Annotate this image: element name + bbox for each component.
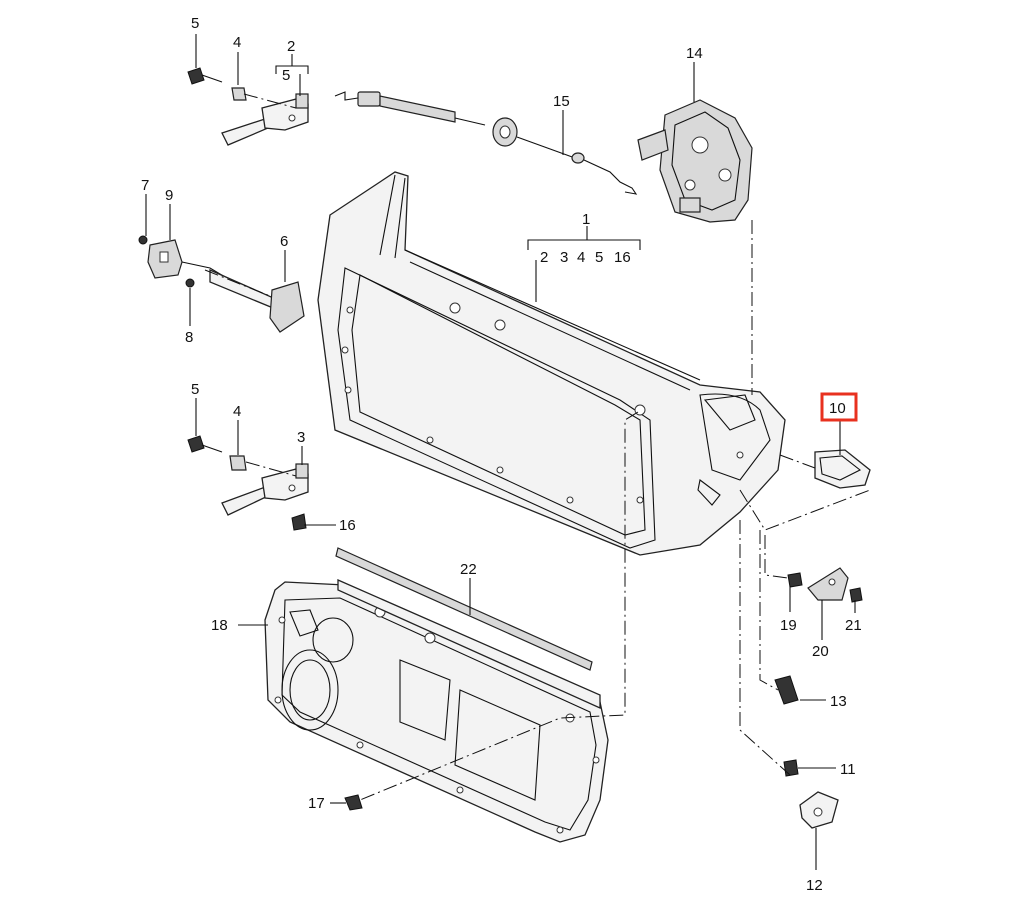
callout-20: 20	[812, 643, 829, 660]
callout-group-16: 16	[614, 249, 631, 266]
door-handle	[814, 449, 871, 489]
seal-strip	[335, 547, 601, 710]
callout-2-top: 2	[287, 38, 295, 55]
inner-trim-panel	[264, 581, 609, 843]
callout-labels: 5 4 2 5 14 15 7 9 1 2 3 4 5 16 6 8 5 4 3…	[141, 15, 862, 894]
callout-5-top: 5	[191, 15, 199, 32]
callout-8: 8	[185, 329, 193, 346]
callout-group-3: 3	[560, 249, 568, 266]
release-cable	[334, 91, 638, 195]
callout-group-2: 2	[540, 249, 548, 266]
callout-16: 16	[339, 517, 356, 534]
door-check-strap	[138, 235, 305, 333]
callout-18: 18	[211, 617, 228, 634]
callout-5-sub: 5	[282, 67, 290, 84]
callout-3: 3	[297, 429, 305, 446]
callout-11: 11	[840, 761, 856, 778]
callout-22: 22	[460, 561, 477, 578]
hinge-upper	[187, 67, 309, 146]
callout-10: 10	[829, 400, 846, 417]
callout-1: 1	[582, 211, 590, 228]
callout-4-mid: 4	[233, 403, 241, 420]
callout-12: 12	[806, 877, 823, 894]
screw-17	[344, 794, 363, 811]
callout-19: 19	[780, 617, 797, 634]
striker-plate	[783, 759, 839, 829]
callout-15: 15	[553, 93, 570, 110]
hinge-lower	[187, 435, 309, 531]
door-lock-assembly	[637, 99, 753, 223]
callout-13: 13	[830, 693, 847, 710]
callout-9: 9	[165, 187, 173, 204]
callout-group-5: 5	[595, 249, 603, 266]
callout-group-4: 4	[577, 249, 585, 266]
callout-10-highlight-box	[820, 392, 858, 422]
callout-7: 7	[141, 177, 149, 194]
leader-lines	[145, 34, 856, 870]
door-shell	[317, 171, 786, 556]
callout-14: 14	[686, 45, 703, 62]
assembly-lines	[204, 93, 871, 801]
callout-17: 17	[308, 795, 325, 812]
screw-13	[774, 675, 799, 705]
handle-bracket	[787, 567, 863, 603]
callout-4-top: 4	[233, 34, 241, 51]
callout-21: 21	[845, 617, 862, 634]
callout-5-mid: 5	[191, 381, 199, 398]
callout-6: 6	[280, 233, 288, 250]
